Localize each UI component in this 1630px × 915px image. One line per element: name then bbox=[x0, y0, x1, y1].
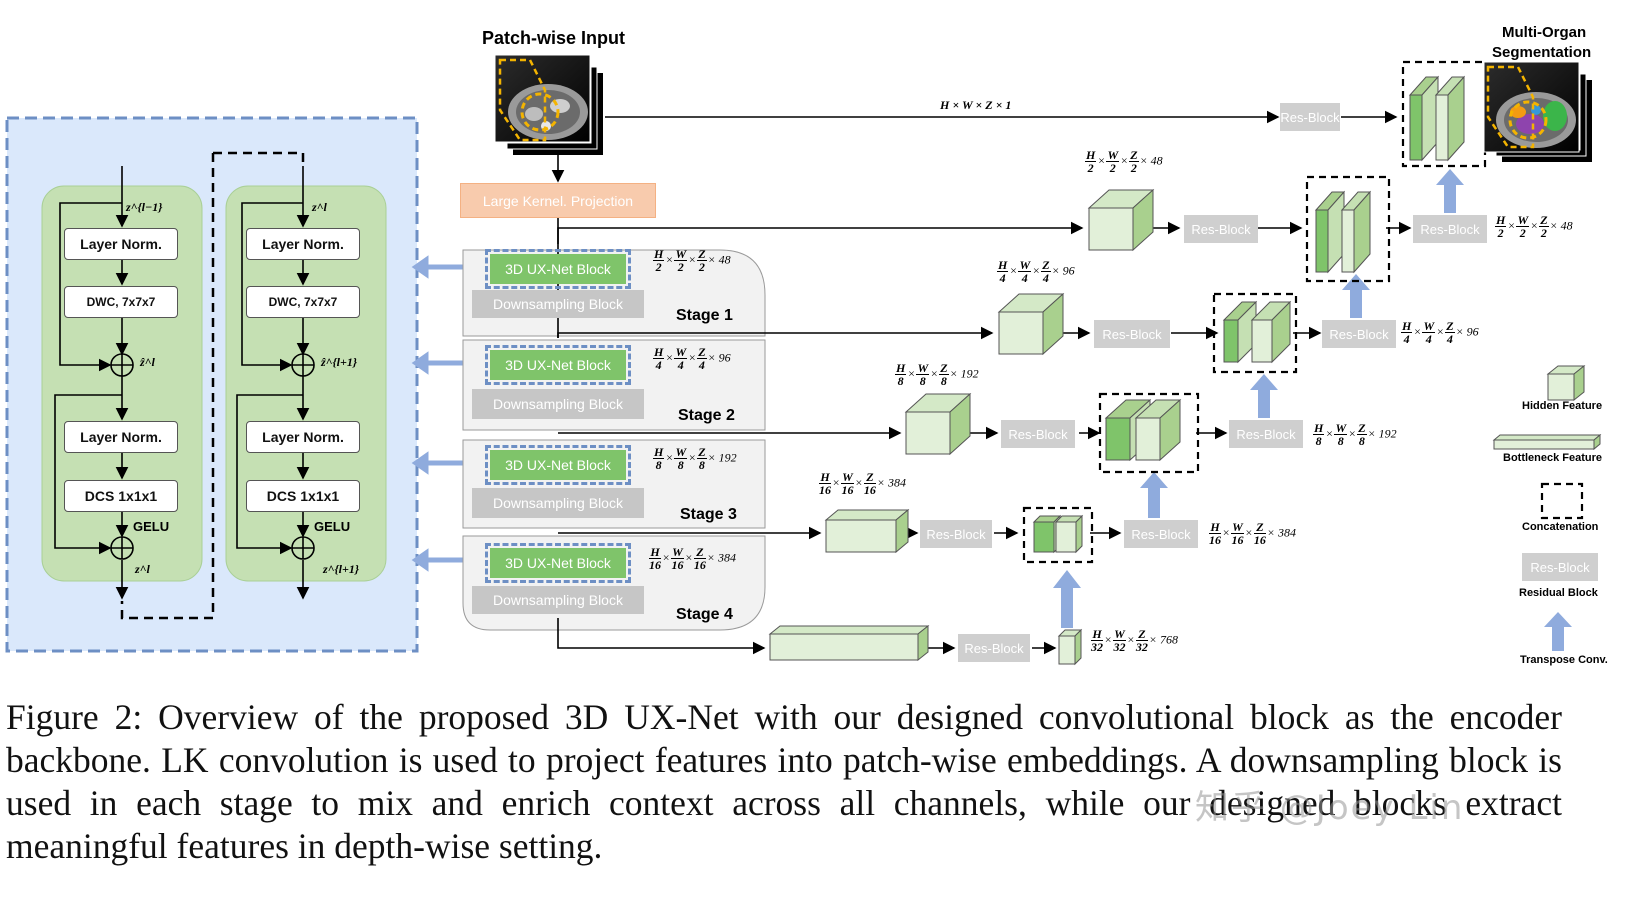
res-block-dec-2: Res-Block bbox=[1322, 320, 1396, 348]
right-z-hat: ẑ^{l+1} bbox=[321, 355, 358, 369]
stage-label-1: Stage 1 bbox=[676, 307, 733, 324]
res-block-enc-1: Res-Block bbox=[1184, 215, 1258, 243]
stage-label-4: Stage 4 bbox=[676, 606, 733, 623]
left-z-out: z^l bbox=[135, 562, 150, 576]
legend-hidden-feature: Hidden Feature bbox=[1522, 400, 1603, 412]
legend-bottleneck-feature: Bottleneck Feature bbox=[1503, 452, 1603, 464]
left-z-hat: ẑ^l bbox=[140, 355, 155, 369]
res-block-enc-4: Res-Block bbox=[920, 520, 992, 548]
architecture-figure: Patch-wise Input Multi-Organ Segmentatio… bbox=[5, 24, 1608, 666]
left-layer-norm-1: Layer Norm. bbox=[64, 228, 178, 260]
left-gelu: GELU bbox=[133, 519, 170, 534]
right-layer-norm-1: Layer Norm. bbox=[246, 228, 360, 260]
ct-output-image bbox=[1483, 61, 1592, 162]
feature-cubes bbox=[768, 188, 1602, 666]
right-dwc: DWC, 7x7x7 bbox=[246, 286, 360, 318]
right-z-out: z^{l+1} bbox=[323, 562, 360, 576]
output-title-line1: Multi-Organ bbox=[1502, 24, 1587, 41]
ux-net-block-2: 3D UX-Net Block bbox=[485, 345, 631, 385]
concat-blocks bbox=[1032, 75, 1466, 554]
res-block-top: Res-Block bbox=[1280, 103, 1340, 131]
right-dcs: DCS 1x1x1 bbox=[246, 480, 360, 512]
legend-transpose-conv: Transpose Conv. bbox=[1520, 654, 1608, 666]
downsampling-block-4: Downsampling Block bbox=[472, 586, 644, 614]
res-block-enc-3: Res-Block bbox=[1001, 420, 1075, 448]
right-gelu: GELU bbox=[314, 519, 351, 534]
stage-label-2: Stage 2 bbox=[678, 407, 735, 424]
res-block-dec-3: Res-Block bbox=[1229, 420, 1303, 448]
downsampling-block-1: Downsampling Block bbox=[472, 290, 644, 318]
legend-residual-block: Residual Block bbox=[1519, 587, 1598, 599]
ux-net-block-3: 3D UX-Net Block bbox=[485, 445, 631, 485]
left-dcs: DCS 1x1x1 bbox=[64, 480, 178, 512]
right-z-in: z^l bbox=[312, 200, 327, 214]
left-dwc: DWC, 7x7x7 bbox=[64, 286, 178, 318]
ux-net-block-1: 3D UX-Net Block bbox=[485, 249, 631, 289]
ux-net-block-4: 3D UX-Net Block bbox=[485, 543, 631, 583]
right-layer-norm-2: Layer Norm. bbox=[246, 421, 360, 453]
res-block-bottleneck: Res-Block bbox=[958, 634, 1030, 662]
stage-label-3: Stage 3 bbox=[680, 506, 737, 523]
res-block-dec-4: Res-Block bbox=[1124, 520, 1198, 548]
top-path-dim: H × W × Z × 1 bbox=[940, 98, 1012, 112]
left-z-in: z^{l−1} bbox=[126, 200, 163, 214]
lk-projection: Large Kernel. Projection bbox=[460, 183, 656, 218]
repeat-dashed-loop bbox=[120, 151, 305, 620]
legend-transpose-arrow bbox=[1544, 612, 1572, 651]
left-layer-norm-2: Layer Norm. bbox=[64, 421, 178, 453]
downsampling-block-3: Downsampling Block bbox=[472, 488, 644, 518]
watermark: 知乎 @Joey Lin bbox=[1195, 788, 1465, 828]
input-title: Patch-wise Input bbox=[482, 28, 626, 48]
figure-caption: Figure 2: Overview of the proposed 3D UX… bbox=[6, 697, 1562, 866]
legend-res-block-sample: Res-Block bbox=[1522, 553, 1598, 581]
ct-input-image bbox=[494, 54, 603, 155]
output-title-line2: Segmentation bbox=[1492, 44, 1592, 61]
res-block-enc-2: Res-Block bbox=[1094, 320, 1170, 348]
legend-concatenation: Concatenation bbox=[1522, 521, 1599, 533]
downsampling-block-2: Downsampling Block bbox=[472, 389, 644, 419]
res-block-dec-1: Res-Block bbox=[1413, 215, 1487, 243]
